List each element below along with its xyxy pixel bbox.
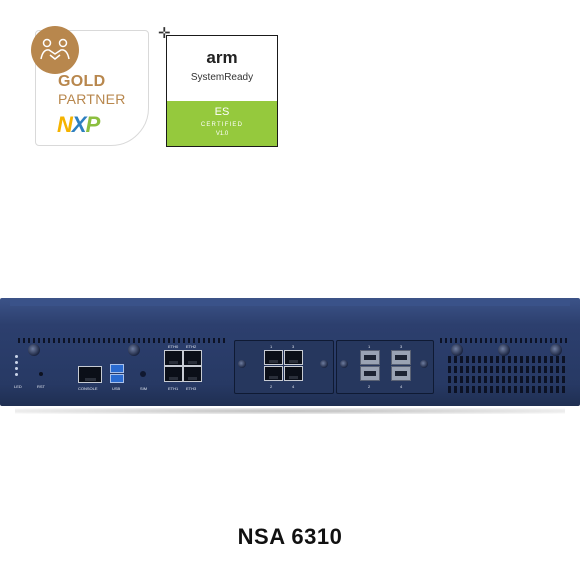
- version-text: V1.0: [215, 131, 229, 137]
- eth2-label: ETH2: [186, 344, 197, 349]
- vent-row-left: [18, 338, 228, 343]
- vent-row-right: [440, 338, 570, 343]
- eth3-label: ETH3: [186, 386, 197, 391]
- status-led: [15, 361, 18, 364]
- module1-port3-label: 3: [292, 344, 295, 349]
- nxp-gold-partner-badge: GOLD PARTNER NXP: [31, 26, 149, 146]
- nxp-logo: NXP: [57, 112, 100, 137]
- module1-port-2[interactable]: [264, 366, 283, 381]
- eth3-port[interactable]: [183, 366, 202, 382]
- arm-systemready-badge: arm SystemReady ES CERTIFIED V1.0: [166, 35, 278, 147]
- sim-label: SIM: [140, 386, 148, 391]
- vent-grill: [448, 356, 566, 363]
- top-strip: [10, 300, 570, 306]
- systemready-text: SystemReady: [190, 72, 254, 83]
- module2-sfp-1[interactable]: [360, 350, 380, 365]
- screw: [451, 344, 463, 356]
- expansion-module-sfp: [336, 340, 434, 394]
- status-led: [15, 355, 18, 358]
- screw: [498, 344, 510, 356]
- module1-port-4[interactable]: [284, 366, 303, 381]
- vent-grill: [448, 386, 566, 393]
- badge-partner-text: PARTNER: [58, 91, 126, 107]
- led-label: LED: [14, 384, 22, 389]
- certified-text: CERTIFIED: [200, 122, 244, 128]
- network-appliance: LED RST CONSOLE USB SIM ETH0 ETH2 ETH1 E…: [0, 298, 580, 414]
- module2-sfp-2[interactable]: [360, 366, 380, 381]
- partner-handshake-icon: [31, 26, 79, 74]
- sim-slot[interactable]: [140, 371, 146, 377]
- screw: [28, 344, 40, 356]
- rst-label: RST: [37, 384, 45, 389]
- band-es-text: ES: [214, 106, 230, 118]
- module2-sfp-4[interactable]: [391, 366, 411, 381]
- module1-port-3[interactable]: [284, 350, 303, 365]
- expansion-module-rj45: [234, 340, 334, 394]
- eth1-port[interactable]: [164, 366, 183, 382]
- eth0-label: ETH0: [168, 344, 179, 349]
- usb-port[interactable]: [110, 374, 124, 383]
- eth0-port[interactable]: [164, 350, 183, 366]
- module-screw: [420, 360, 428, 368]
- screw: [128, 344, 140, 356]
- certification-band: ES CERTIFIED V1.0: [167, 101, 277, 146]
- module1-port-1[interactable]: [264, 350, 283, 365]
- eth1-label: ETH1: [168, 386, 179, 391]
- module1-port2-label: 2: [270, 384, 273, 389]
- vent-grill: [448, 376, 566, 383]
- status-led: [15, 373, 18, 376]
- module-screw: [238, 360, 246, 368]
- module2-port1-label: 1: [368, 344, 371, 349]
- status-led: [15, 367, 18, 370]
- module2-port2-label: 2: [368, 384, 371, 389]
- module-screw: [340, 360, 348, 368]
- module2-port3-label: 3: [400, 344, 403, 349]
- console-label: CONSOLE: [78, 386, 98, 391]
- product-title: NSA 6310: [237, 524, 343, 549]
- module2-sfp-3[interactable]: [391, 350, 411, 365]
- arm-logo: arm: [206, 48, 238, 67]
- device-shadow: [15, 408, 565, 414]
- usb-port[interactable]: [110, 364, 124, 373]
- usb-label: USB: [112, 386, 121, 391]
- badge-gold-text: GOLD: [58, 73, 106, 90]
- console-port[interactable]: [78, 366, 102, 383]
- eth2-port[interactable]: [183, 350, 202, 366]
- vent-grill: [448, 366, 566, 373]
- module1-port1-label: 1: [270, 344, 273, 349]
- reset-button[interactable]: [39, 372, 43, 376]
- module2-port4-label: 4: [400, 384, 403, 389]
- module-screw: [320, 360, 328, 368]
- screw: [550, 344, 562, 356]
- module1-port4-label: 4: [292, 384, 295, 389]
